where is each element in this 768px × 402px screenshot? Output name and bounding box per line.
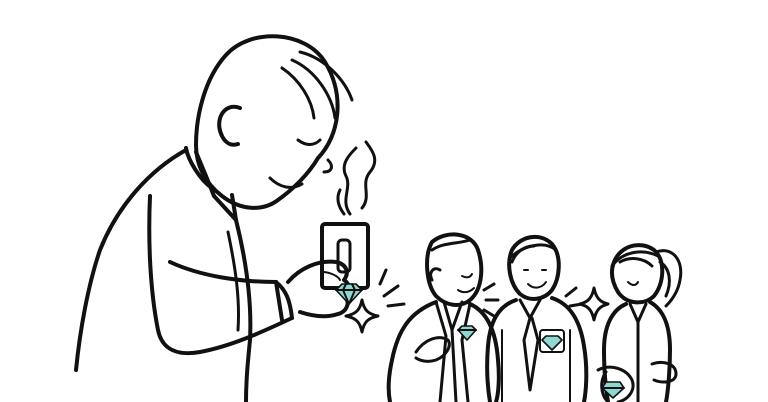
giant-man [74,34,354,402]
diamond-badge-icon [457,325,477,341]
person-left [386,232,501,402]
diamond-badge-icon [335,283,363,305]
diamond-badge-icon [539,329,565,353]
diamond-badge-icon [596,365,635,402]
person-right [596,243,683,402]
sparkle-icon [344,268,406,334]
person-center [485,234,610,402]
smoke-wisp-icon [336,140,377,216]
